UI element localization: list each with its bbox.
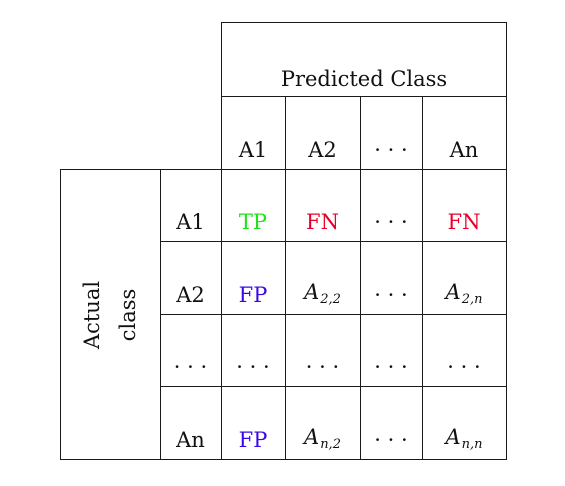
- col-label: A1: [238, 138, 268, 162]
- ellipsis-value: · · ·: [374, 210, 408, 234]
- grid-line: [160, 386, 507, 388]
- grid-line: [221, 22, 223, 460]
- predicted-class-label: Predicted Class: [280, 67, 448, 91]
- grid-line: [221, 22, 507, 24]
- row-header-a1: A1: [160, 169, 221, 233]
- grid-line: [160, 241, 507, 243]
- ellipsis-value: · · ·: [374, 283, 408, 307]
- cell-ellipsis: · · ·: [285, 314, 360, 378]
- cell-fn: FN: [285, 169, 360, 233]
- row-label: A1: [176, 210, 205, 234]
- cell-fn: FN: [422, 169, 506, 233]
- fp-value: FP: [238, 283, 268, 307]
- ellipsis-value: · · ·: [374, 428, 408, 452]
- ellipsis-value: · · ·: [374, 355, 408, 379]
- col-label: A2: [308, 138, 337, 162]
- actual-class-header: Actual class: [60, 170, 160, 459]
- row-label: An: [176, 428, 205, 452]
- grid-line: [422, 96, 424, 460]
- tp-value: TP: [238, 210, 268, 234]
- cell-ellipsis: · · ·: [221, 314, 285, 378]
- cell-ellipsis: · · ·: [422, 314, 506, 378]
- grid-line: [160, 314, 507, 316]
- row-label: · · ·: [173, 355, 208, 379]
- grid-line: [60, 169, 62, 460]
- actual-class-label-line1: Actual: [79, 280, 104, 349]
- matrix-entry: A2,2: [304, 280, 341, 307]
- cell-a-n-n: An,n: [422, 386, 506, 452]
- matrix-entry: A2,n: [445, 280, 483, 307]
- cell-a-2-2: A2,2: [285, 241, 360, 307]
- matrix-entry: An,n: [445, 425, 483, 452]
- row-header-ellipsis: · · ·: [160, 314, 221, 378]
- ellipsis-value: · · ·: [236, 355, 270, 379]
- grid-line: [60, 169, 507, 171]
- col-header-an: An: [422, 96, 506, 161]
- col-label: An: [449, 138, 479, 162]
- col-label: · · ·: [374, 138, 408, 162]
- cell-tp: TP: [221, 169, 285, 233]
- cell-fp: FP: [221, 386, 285, 451]
- col-header-a1: A1: [221, 96, 285, 161]
- actual-class-label-line2: class: [115, 288, 140, 341]
- cell-ellipsis: · · ·: [360, 386, 422, 451]
- grid-line: [160, 169, 162, 460]
- row-label: A2: [176, 283, 205, 307]
- ellipsis-value: · · ·: [447, 355, 481, 379]
- fn-value: FN: [447, 210, 481, 234]
- cell-ellipsis: · · ·: [360, 241, 422, 306]
- predicted-class-header: Predicted Class: [221, 22, 507, 90]
- ellipsis-value: · · ·: [305, 355, 340, 379]
- col-header-ellipsis: · · ·: [360, 96, 422, 161]
- cell-ellipsis: · · ·: [360, 169, 422, 233]
- fn-value: FN: [306, 210, 339, 234]
- matrix-entry: An,2: [304, 425, 341, 452]
- grid-line: [360, 96, 362, 460]
- grid-line: [221, 96, 507, 98]
- col-header-a2: A2: [285, 96, 360, 161]
- cell-ellipsis: · · ·: [360, 314, 422, 378]
- grid-line: [285, 96, 287, 460]
- fp-value: FP: [238, 428, 268, 452]
- grid-line: [60, 459, 507, 461]
- grid-line: [506, 22, 508, 460]
- row-header-an: An: [160, 386, 221, 451]
- cell-fp: FP: [221, 241, 285, 306]
- row-header-a2: A2: [160, 241, 221, 306]
- cell-a-2-n: A2,n: [422, 241, 506, 307]
- cell-a-n-2: An,2: [285, 386, 360, 452]
